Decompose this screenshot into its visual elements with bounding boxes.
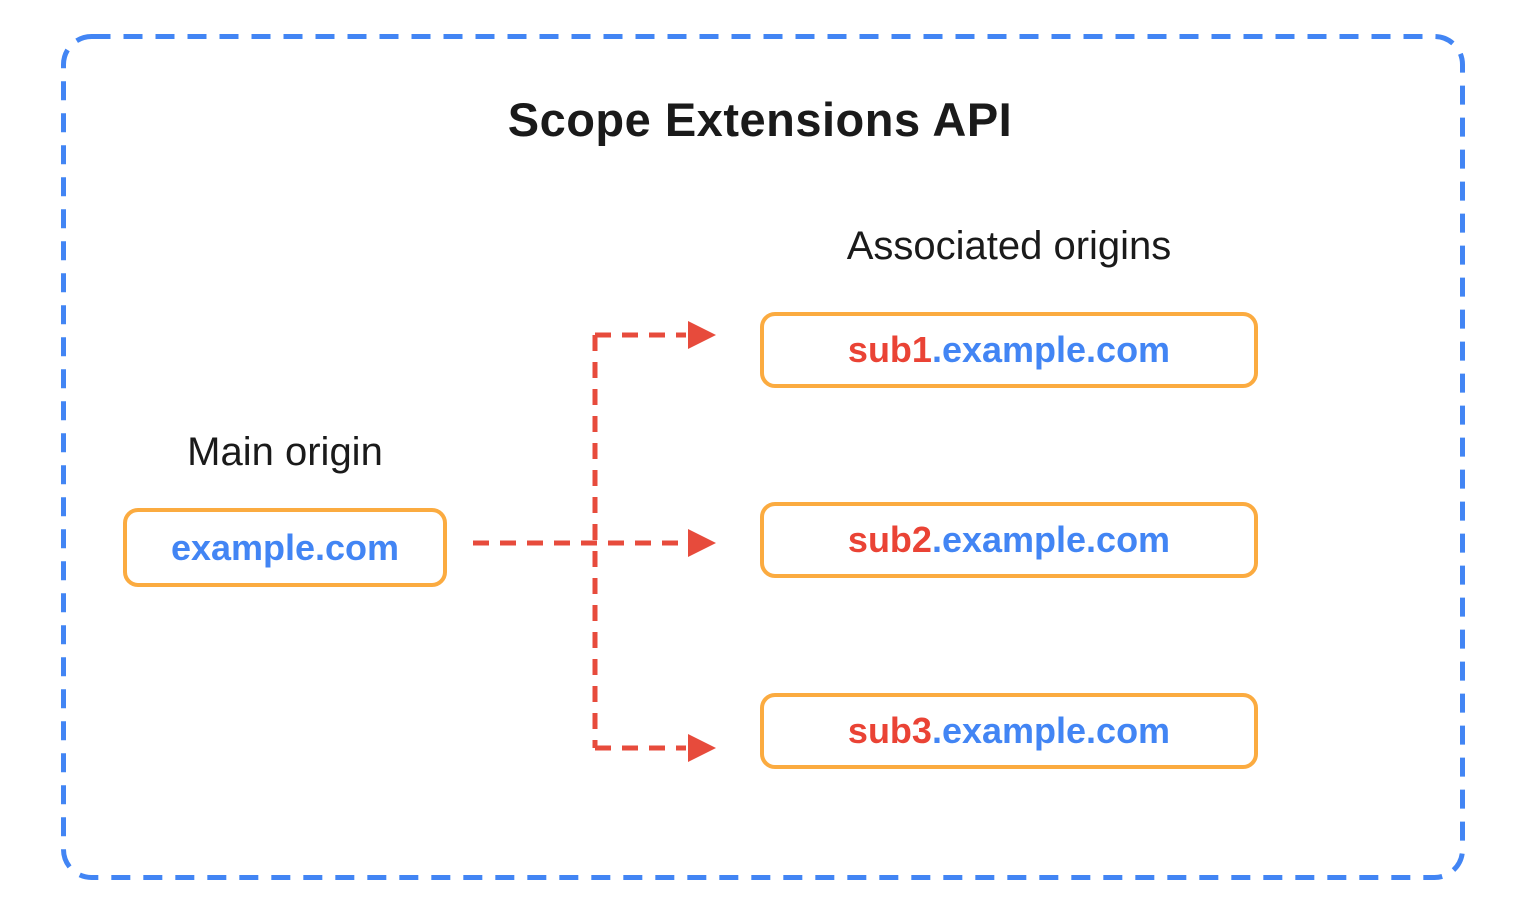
associated-origins-label: Associated origins bbox=[846, 224, 1172, 268]
main-origin-label: Main origin bbox=[187, 430, 383, 474]
sub1-domain: .example.com bbox=[931, 329, 1171, 370]
diagram-title: Scope Extensions API bbox=[507, 93, 1013, 146]
main-origin-box: example.com bbox=[123, 508, 447, 587]
sub3-domain: .example.com bbox=[931, 710, 1171, 751]
associated-origin-box-sub3: sub3.example.com bbox=[760, 693, 1258, 769]
arrowhead-icon-sub1 bbox=[688, 321, 716, 349]
arrowhead-icon-sub3 bbox=[688, 734, 716, 762]
sub3-subdomain: sub3 bbox=[847, 710, 932, 751]
sub2-domain: .example.com bbox=[931, 519, 1171, 560]
sub1-subdomain: sub1 bbox=[847, 329, 932, 370]
arrowhead-icon-sub2 bbox=[688, 529, 716, 557]
main-origin-domain: example.com bbox=[170, 526, 400, 568]
sub2-subdomain: sub2 bbox=[847, 519, 932, 560]
associated-origin-box-sub1: sub1.example.com bbox=[760, 312, 1258, 388]
associated-origin-box-sub2: sub2.example.com bbox=[760, 502, 1258, 578]
